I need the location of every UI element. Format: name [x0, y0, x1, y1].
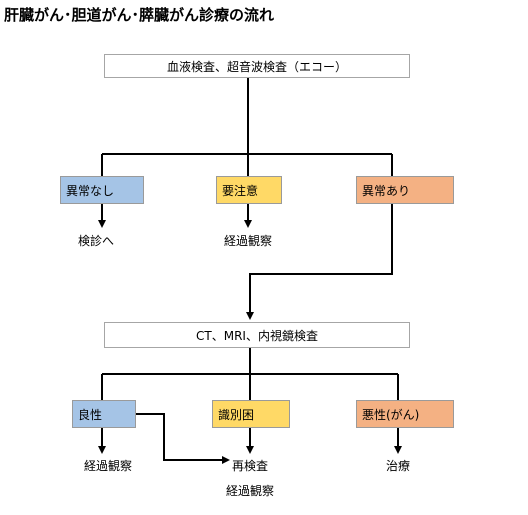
arrow-benign-to-reexam — [136, 413, 230, 464]
step1-box: 血液検査、超音波検査（エコー） — [104, 54, 410, 78]
branch1-caution-label: 要注意 — [222, 183, 259, 198]
branch1-normal-label: 異常なし — [66, 183, 115, 198]
branch2-malignant-box: 悪性(がん) — [356, 400, 454, 428]
arrow-abnormal-to-step2 — [246, 204, 393, 320]
outcome2-followup: 経過観察 — [225, 484, 275, 498]
outcome2-benign: 経過観察 — [83, 459, 133, 473]
branch1-caution-box: 要注意 — [216, 176, 282, 204]
page-title: 肝臓がん･胆道がん･膵臓がん診療の流れ — [4, 6, 275, 24]
step2-label: CT、MRI、内視鏡検査 — [196, 328, 318, 343]
outcome2-treatment: 治療 — [385, 459, 411, 473]
step2-box: CT、MRI、内視鏡検査 — [104, 322, 410, 348]
branch1-normal-box: 異常なし — [60, 176, 144, 204]
branch1-abnormal-box: 異常あり — [356, 176, 454, 204]
outcome2-reexam: 再検査 — [231, 459, 269, 473]
branch1-abnormal-label: 異常あり — [362, 183, 411, 198]
branch2-unclear-box: 識別困 — [212, 400, 290, 428]
branch2-benign-box: 良性 — [72, 400, 136, 428]
branch2-benign-label: 良性 — [78, 407, 103, 422]
step1-label: 血液検査、超音波検査（エコー） — [166, 59, 347, 74]
branch2-malignant-label: 悪性(がん) — [362, 407, 420, 422]
outcome1-caution: 経過観察 — [223, 234, 273, 248]
branch2-unclear-label: 識別困 — [218, 407, 255, 422]
outcome1-normal: 検診へ — [77, 234, 115, 248]
